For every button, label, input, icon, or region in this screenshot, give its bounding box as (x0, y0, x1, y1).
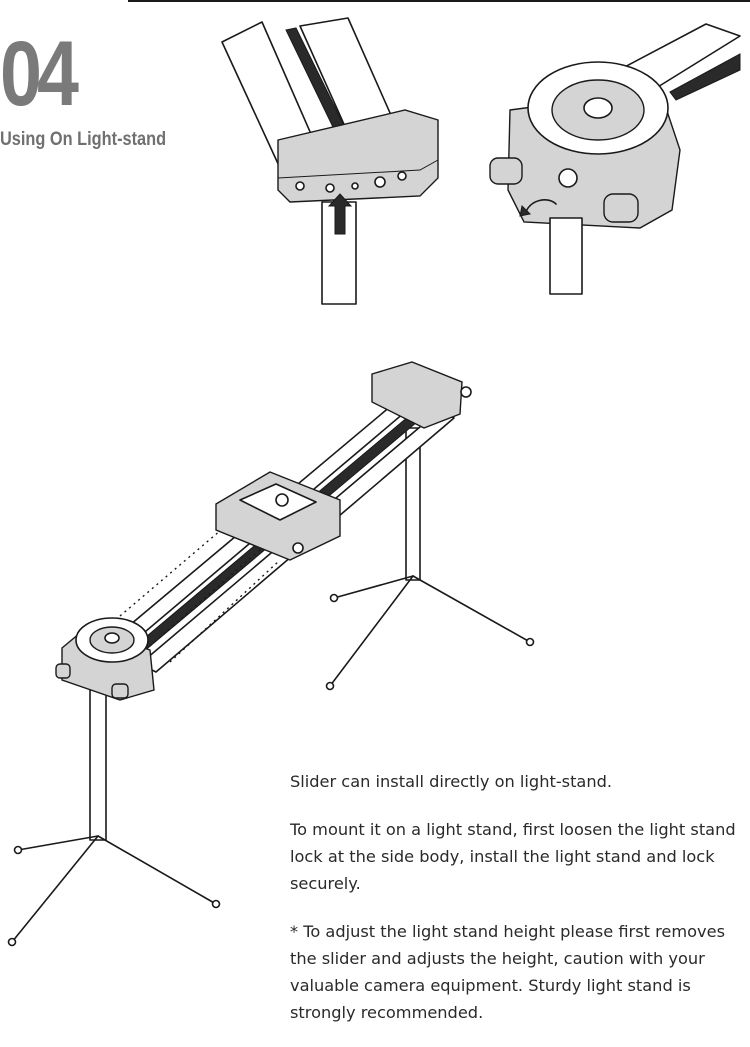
lock-knob-left (489, 157, 523, 185)
end-block (277, 109, 439, 203)
mount-steps-paragraph: To mount it on a light stand, first loos… (290, 820, 736, 893)
top-rule (128, 0, 750, 2)
caution-note-paragraph: * To adjust the light stand height pleas… (290, 922, 726, 1022)
lock-knob-right (603, 193, 639, 223)
detail-lock-knob-illustration (489, 23, 741, 295)
up-arrow-icon (327, 193, 353, 235)
illustration-canvas (7, 17, 741, 947)
instruction-text-block: Slider can install directly on light-sta… (290, 768, 740, 1047)
far-end-block (371, 361, 463, 429)
intro-paragraph: Slider can install directly on light-sta… (290, 772, 613, 791)
detail-stand-insertion-illustration (221, 17, 439, 305)
rear-light-stand (325, 427, 535, 691)
section-title: Using On Light-stand (0, 129, 167, 150)
step-number: 04 (0, 23, 79, 125)
stand-pole-2 (549, 217, 583, 295)
main-slider-illustration (7, 361, 535, 947)
front-light-stand (7, 689, 221, 947)
rotate-arrow-icon (525, 199, 557, 213)
